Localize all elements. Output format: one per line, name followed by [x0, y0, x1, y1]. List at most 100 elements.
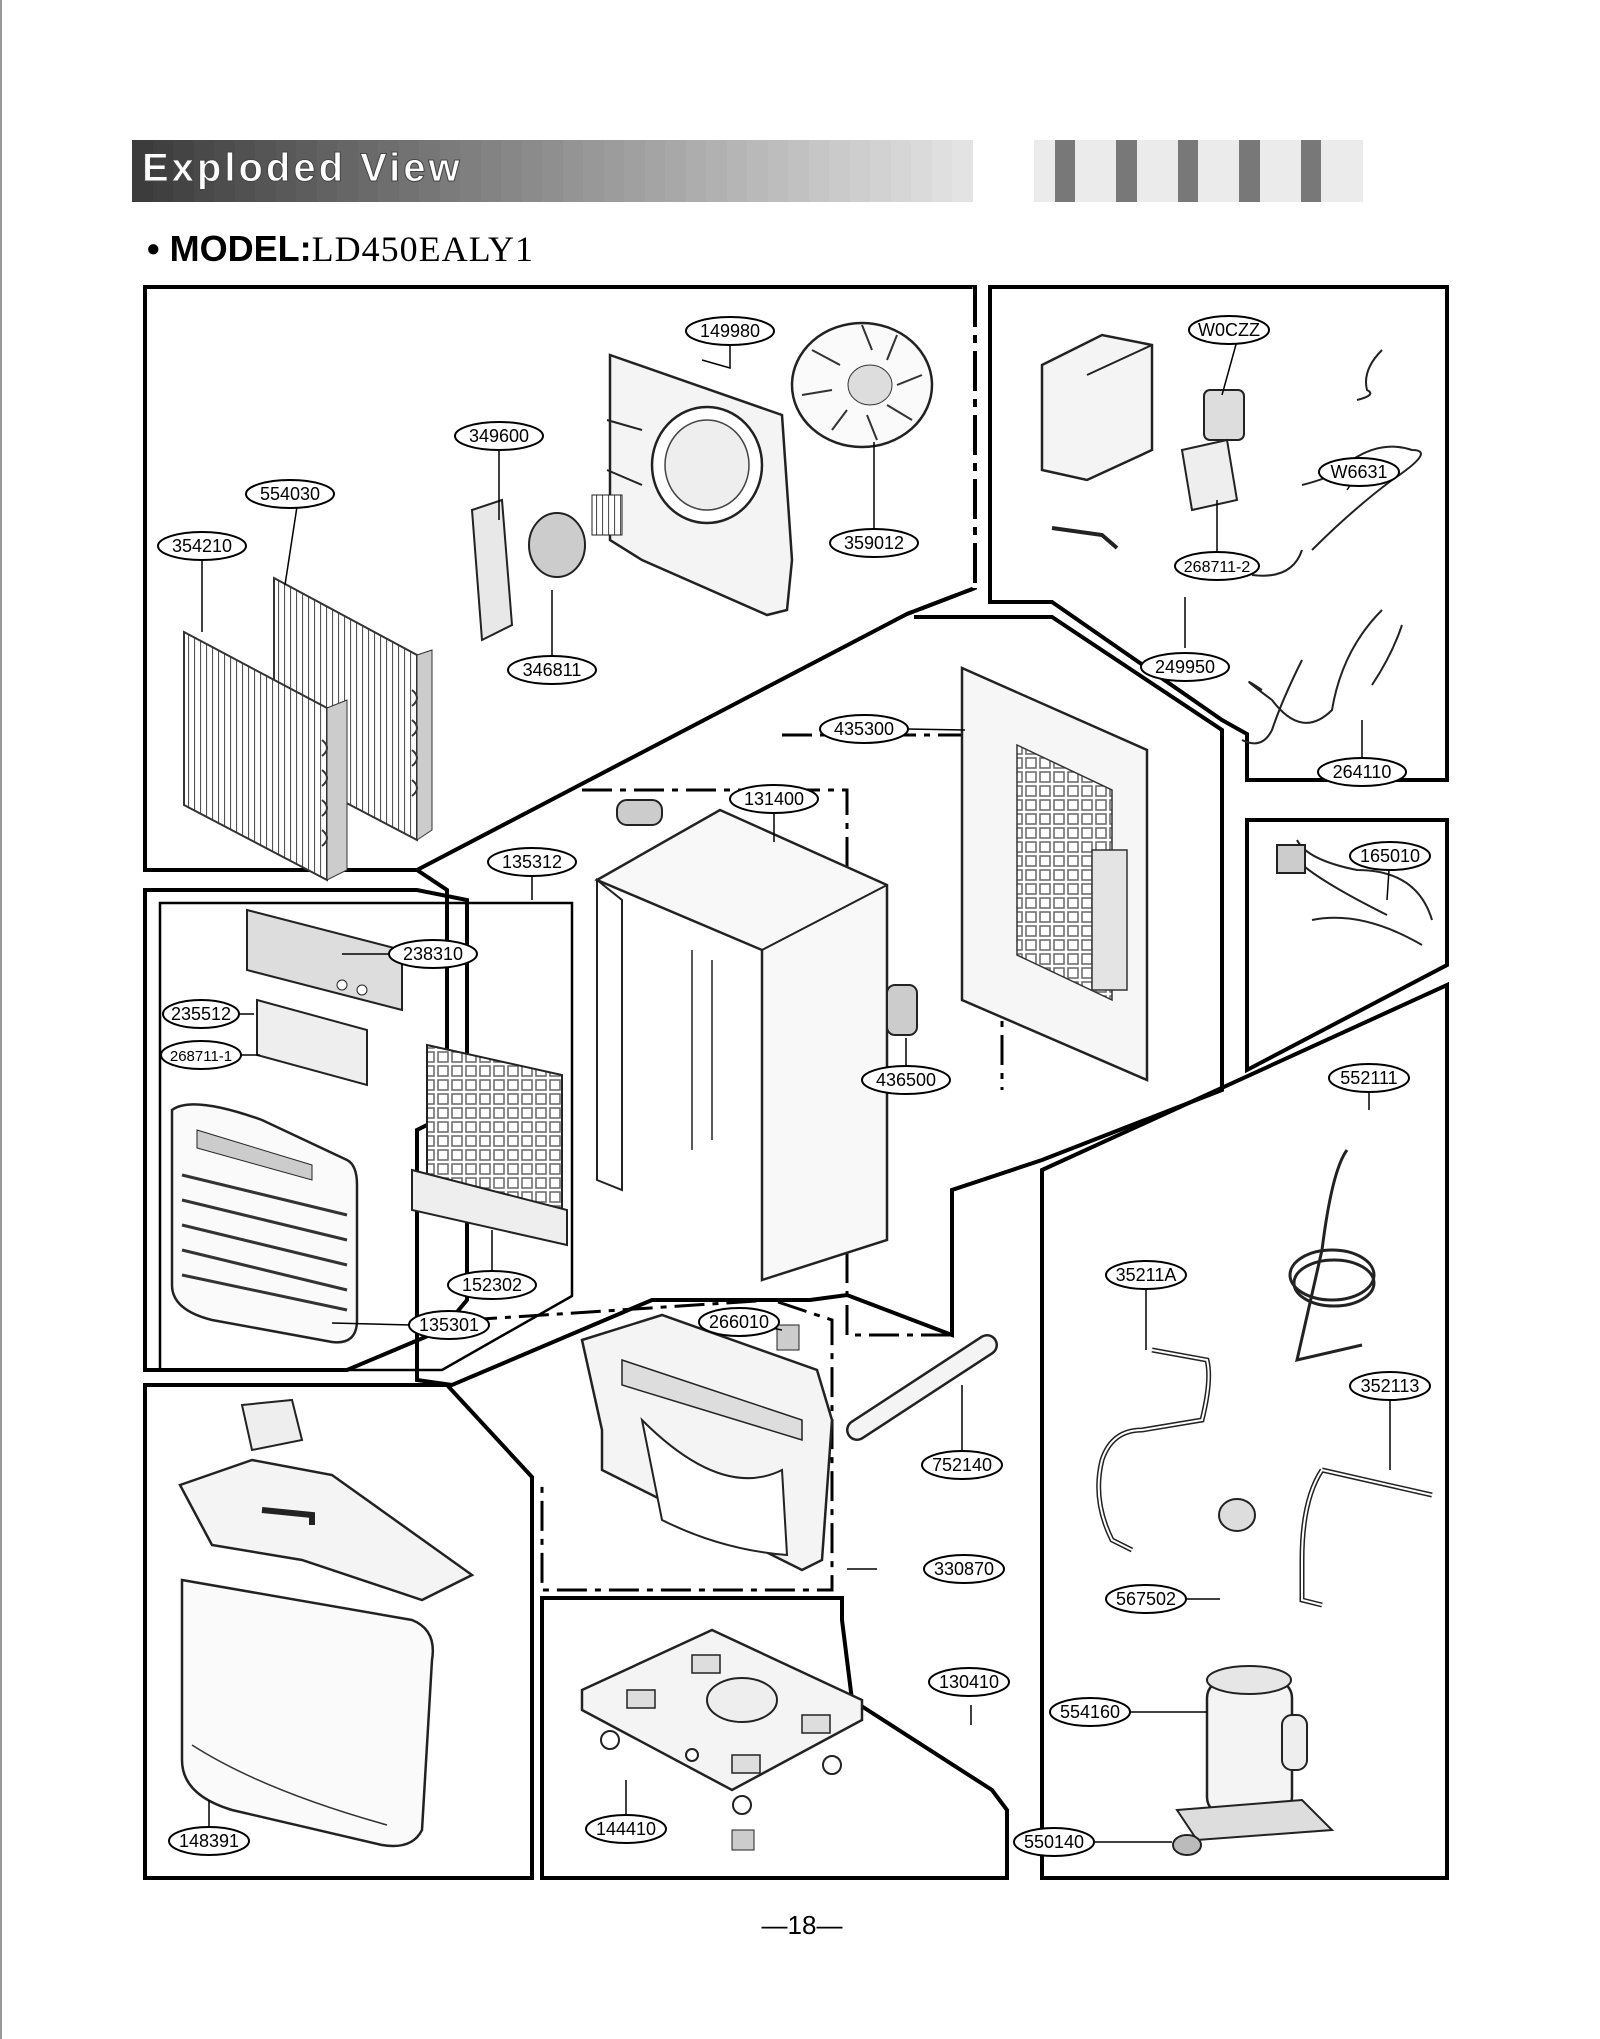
- header-shade-band: [1157, 140, 1178, 202]
- callout-264110: 264110: [1317, 757, 1407, 787]
- callout-W6631: W6631: [1318, 457, 1400, 487]
- part-number: 249950: [1155, 657, 1215, 677]
- header-shade-band: [952, 140, 973, 202]
- header-shade-band: [562, 140, 584, 202]
- front-panel: [170, 908, 568, 1344]
- part-number: 554030: [260, 484, 320, 504]
- part-number: W6631: [1330, 462, 1387, 482]
- part-number: 268711-1: [170, 1048, 232, 1065]
- callout-238310: 238310: [388, 939, 478, 969]
- part-number: 752140: [932, 1455, 992, 1475]
- header-shade-band: [747, 140, 768, 202]
- header-shade-band: [890, 140, 912, 202]
- part-number: 330870: [934, 1559, 994, 1579]
- header-shade-band: [378, 140, 399, 202]
- cabinet: [594, 799, 918, 1282]
- header-shade-band: [583, 140, 604, 202]
- drain-hose: [846, 1334, 998, 1441]
- model-label: • MODEL:: [147, 228, 312, 269]
- grommet: [1172, 1834, 1202, 1856]
- rear-panel: [960, 666, 1149, 1082]
- part-number: 35211A: [1116, 1265, 1177, 1285]
- section-title: Exploded View: [142, 146, 463, 191]
- base-plate: [580, 1628, 864, 1851]
- header-shade-band: [1177, 140, 1199, 202]
- callout-144410: 144410: [585, 1814, 667, 1844]
- callout-249950: 249950: [1140, 652, 1230, 682]
- header-shade-band: [296, 140, 317, 202]
- header-shade-band: [255, 140, 276, 202]
- callout-554160: 554160: [1049, 1697, 1131, 1727]
- part-number: 359012: [844, 533, 904, 553]
- part-number: 266010: [709, 1312, 769, 1332]
- part-number: 235512: [171, 1004, 231, 1024]
- callout-567502: 567502: [1105, 1584, 1187, 1614]
- header-shade-band: [1034, 140, 1055, 202]
- header-shade-band: [706, 140, 727, 202]
- model-value: LD450EALY1: [311, 229, 534, 269]
- header-shade-band: [501, 140, 522, 202]
- header-shade-band: [767, 140, 789, 202]
- callout-W0CZZ: W0CZZ: [1188, 315, 1270, 345]
- callout-550140: 550140: [1013, 1827, 1095, 1857]
- fan-motor: [470, 494, 623, 642]
- callout-165010: 165010: [1349, 841, 1431, 871]
- callout-552111: 552111: [1328, 1063, 1410, 1093]
- header-shade-band: [849, 140, 871, 202]
- part-number: 165010: [1360, 846, 1420, 866]
- header-shade-band: [1280, 140, 1301, 202]
- callout-359012: 359012: [829, 528, 919, 558]
- water-bucket: [178, 1398, 475, 1848]
- header-shade-band: [911, 140, 932, 202]
- callouts: 149980 349600 554030 354210 359012 34681…: [157, 315, 1431, 1857]
- part-number: 148391: [179, 1831, 239, 1851]
- header-shade-band: [1054, 140, 1076, 202]
- header-shade-band: [644, 140, 666, 202]
- header-shade-band: [542, 140, 563, 202]
- callout-35211A: 35211A: [1105, 1260, 1187, 1290]
- header-shade-band: [275, 140, 297, 202]
- part-number: 552111: [1340, 1068, 1397, 1088]
- header-shade-band: [316, 140, 338, 202]
- accumulator: [1281, 1714, 1308, 1771]
- evaporator-frame: [580, 1313, 834, 1572]
- header-shade-band: [1321, 140, 1342, 202]
- fan-shroud: [606, 353, 794, 617]
- callout-354210: 354210: [157, 531, 247, 561]
- callout-752140: 752140: [921, 1450, 1003, 1480]
- callout-148391: 148391: [168, 1826, 250, 1856]
- header-shade-band: [1013, 140, 1035, 202]
- part-number: 264110: [1333, 762, 1392, 782]
- model-line: • MODEL:LD450EALY1: [147, 228, 534, 270]
- callout-268711-2: 268711-2: [1174, 551, 1260, 581]
- power-cord-clamp: [1276, 844, 1306, 874]
- part-number: 268711-2: [1184, 559, 1251, 576]
- overload-protector: [1218, 1498, 1256, 1532]
- part-number: 352113: [1361, 1376, 1420, 1396]
- part-number: 135301: [419, 1315, 479, 1335]
- part-number: 436500: [876, 1070, 936, 1090]
- control-box: [1040, 333, 1245, 550]
- header-shade-band: [521, 140, 543, 202]
- condenser-coils: [183, 576, 433, 882]
- header-shade-band: [1075, 140, 1096, 202]
- part-number: 131400: [744, 789, 804, 809]
- header-shade-band: [1259, 140, 1281, 202]
- callout-130410: 130410: [928, 1667, 1010, 1697]
- callout-435300: 435300: [819, 714, 909, 744]
- header-shade-band: [829, 140, 850, 202]
- suction-pipe: [1299, 1467, 1433, 1608]
- callout-152302: 152302: [447, 1270, 537, 1300]
- part-number: 567502: [1116, 1589, 1176, 1609]
- part-number: 144410: [596, 1819, 656, 1839]
- part-number: W0CZZ: [1198, 320, 1260, 340]
- part-number: 550140: [1024, 1832, 1084, 1852]
- header-shade-band: [931, 140, 953, 202]
- callout-149980: 149980: [685, 316, 775, 346]
- header-shade-band: [1300, 140, 1322, 202]
- caster: [731, 1829, 755, 1851]
- header-shade-band: [1095, 140, 1117, 202]
- callout-554030: 554030: [245, 479, 335, 509]
- callout-346811: 346811: [507, 655, 597, 685]
